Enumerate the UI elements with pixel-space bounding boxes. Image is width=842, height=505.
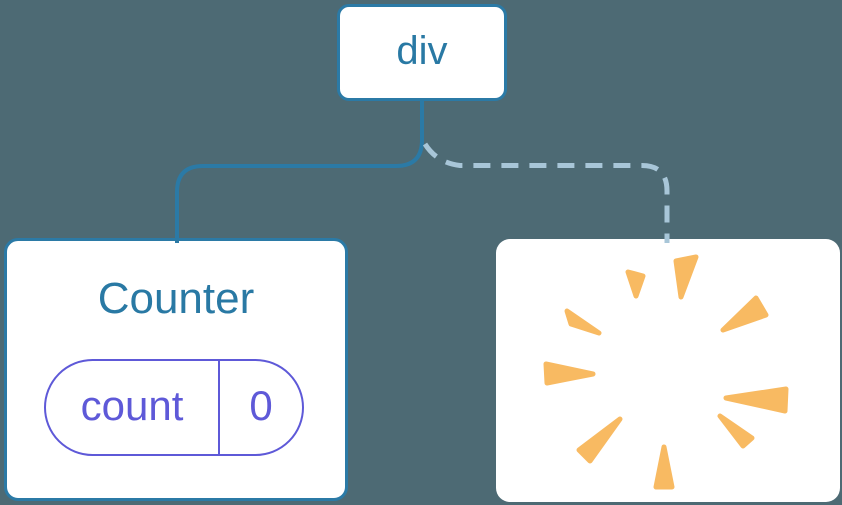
poof-icon: [543, 254, 789, 490]
state-value-label: 0: [249, 381, 273, 429]
div-node-label: div: [396, 28, 448, 73]
state-key-cell: count: [46, 361, 220, 454]
counter-title: Counter: [97, 274, 255, 323]
tree-node-div: div: [337, 4, 507, 101]
state-value-cell: 0: [220, 361, 302, 454]
state-key-label: count: [80, 381, 184, 429]
state-pill: count 0: [44, 359, 304, 456]
tree-node-removed: [496, 239, 840, 502]
solid-connector-line: [175, 99, 424, 243]
tree-node-counter: Counter count 0: [4, 238, 348, 501]
dashed-connector-line: [422, 142, 670, 243]
